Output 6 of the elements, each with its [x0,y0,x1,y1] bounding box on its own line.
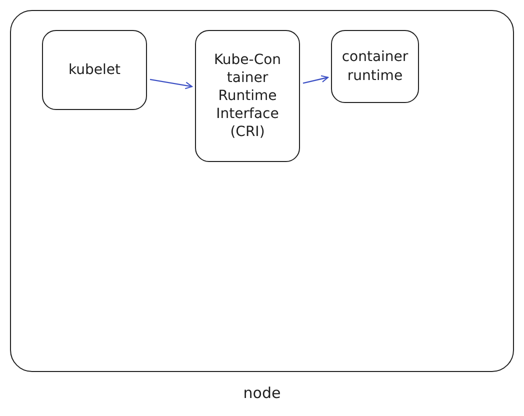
arrow [302,75,329,84]
process-box: container runtime [331,30,419,103]
node-label: node [243,384,281,402]
process-box: Kube-Con tainer Runtime Interface (CRI) [195,30,300,162]
process-box: kubelet [42,30,147,110]
arrow [150,78,193,90]
